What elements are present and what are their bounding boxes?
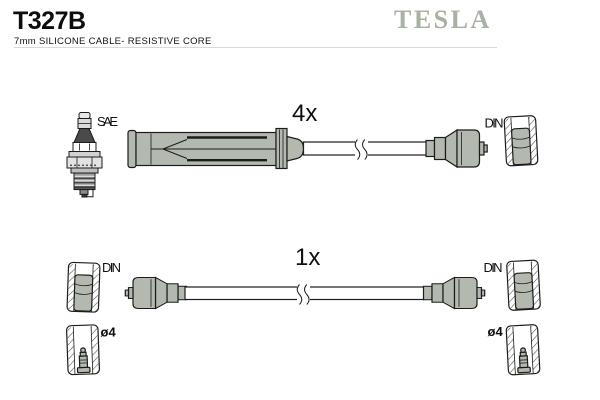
row2-left-connector: [124, 276, 188, 310]
row2-cable-break-icon: [296, 283, 310, 305]
row1-din-label: DIN: [485, 116, 504, 131]
row1-cable: [302, 138, 428, 160]
row2-right-din-cap-icon: [507, 260, 541, 310]
row2-quantity-label: 1x: [295, 244, 320, 271]
row2-right-connector: [422, 276, 486, 310]
spark-plug-icon: [66, 112, 103, 198]
row1-sae-label: SAE: [97, 114, 118, 129]
row2-left-din-cap-icon: [67, 262, 100, 312]
header-divider: [14, 47, 497, 48]
row1-din-cap-icon: [504, 116, 538, 166]
row2-left-terminal-cap-icon: [66, 325, 99, 375]
row2-right-terminal-cap-icon: [506, 325, 540, 375]
row2-left-din-label: DIN: [102, 260, 121, 275]
row2-cable: [184, 283, 426, 305]
tesla-logo: TESLA: [394, 5, 492, 34]
row1-cable-break-icon: [354, 138, 368, 160]
row1-quantity-label: 4x: [292, 100, 317, 127]
row2-right-din-label: DIN: [484, 260, 503, 275]
product-subtitle: 7mm SILICONE CABLE- RESISTIVE CORE: [14, 36, 212, 47]
row1-distributor-connector: [425, 129, 488, 168]
row1-spark-plug-boot: [127, 127, 305, 170]
row2-right-diameter-label: ø4: [488, 324, 504, 339]
part-number: T327B: [13, 7, 86, 35]
row2-left-diameter-label: ø4: [101, 325, 117, 340]
